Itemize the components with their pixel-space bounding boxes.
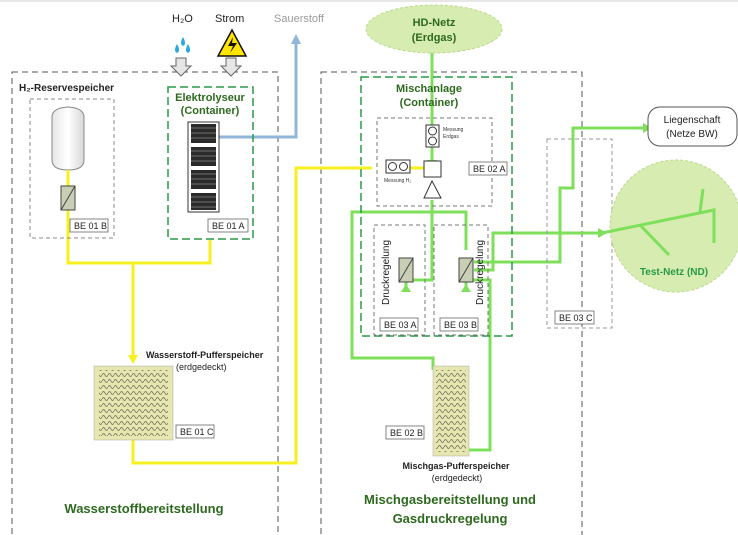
druckregelung-b-box	[433, 224, 489, 336]
regulator-valve-a-icon	[398, 257, 414, 283]
druckregelung-a-box	[373, 224, 426, 336]
hydrogen-pipes	[66, 166, 424, 465]
area-wasserstoff	[11, 71, 279, 535]
mess-box	[376, 117, 493, 207]
messung-h2-label: Messung H₂	[384, 178, 411, 184]
reservespeicher-title: H₂-Reservespeicher	[19, 83, 114, 94]
strom-label: Strom	[215, 13, 244, 25]
elektrolyseur-title: Elektrolyseur	[175, 92, 245, 104]
liegenschaft-title: Liegenschaft	[664, 115, 721, 126]
be02a-tag-box	[468, 161, 508, 176]
be02a-tag: BE 02 A	[473, 164, 506, 174]
liegenschaft-subtitle: (Netze BW)	[666, 129, 718, 140]
elektrolyseur-box	[167, 86, 254, 240]
be01a-tag-box	[207, 218, 249, 233]
elektrolyseur-subtitle: (Container)	[181, 105, 240, 117]
liegenschaft-box	[647, 106, 738, 147]
be03c-tag-box	[554, 310, 595, 325]
druckregelung-a-label: Druckregelung	[381, 240, 392, 305]
be01b-tag: BE 01 B	[74, 221, 107, 231]
section-wasserstoff-title: Wasserstoffbereitstellung	[64, 501, 223, 516]
hydrogen-arrow-down	[128, 355, 138, 364]
gas-meter-icon	[425, 124, 440, 148]
be03c-tag: BE 03 C	[559, 313, 593, 323]
h2-meter-icon	[385, 159, 411, 174]
storage-tank-icon	[51, 106, 85, 171]
water-drop-icon	[175, 37, 190, 53]
h2o-label: H₂O	[172, 13, 193, 25]
be01b-tag-box	[69, 218, 109, 233]
gas-pipes	[350, 50, 648, 452]
hd-netz-title: HD-Netz	[413, 17, 456, 29]
test-netz-branches	[601, 188, 716, 257]
messung-erdgas-label-2: Erdgas	[443, 134, 459, 140]
electrolysis-stack-icon	[187, 121, 220, 213]
test-netz-cloud	[609, 159, 738, 293]
be03a-tag: BE 03 A	[384, 320, 417, 330]
regulator-valve-b-icon	[458, 257, 474, 283]
be03b-tag: BE 03 B	[444, 320, 477, 330]
mischanlage-subtitle: (Container)	[400, 97, 459, 109]
section-mischgas-title: Mischgasbereitstellung und	[364, 492, 536, 507]
mischanlage-box	[360, 76, 513, 337]
mischgas-pufferspeicher-title: Mischgas-Pufferspeicher	[402, 461, 510, 471]
mischgas-pufferspeicher-subtitle: (erdgedeckt)	[432, 473, 483, 483]
mixer-icon	[423, 160, 442, 178]
lightning-warning-icon	[216, 28, 248, 57]
be03b-tag-box	[439, 317, 479, 332]
hd-netz-cloud	[365, 4, 503, 54]
be03a-tag-box	[379, 317, 419, 332]
be01a-tag: BE 01 A	[212, 221, 245, 231]
oxygen-pipe	[219, 34, 301, 139]
messung-erdgas-label: Messung	[443, 127, 464, 133]
be01c-tag-box	[175, 424, 215, 439]
test-netz-label: Test-Netz (ND)	[640, 267, 708, 278]
be01c-tag: BE 01 C	[180, 427, 214, 437]
be02b-tag-box	[385, 425, 425, 440]
input-arrows	[169, 57, 243, 77]
compressor-icon	[423, 179, 442, 199]
reservespeicher-box	[29, 98, 115, 239]
h2-pufferspeicher-subtitle: (erdgedeckt)	[176, 362, 227, 372]
h2-pufferspeicher-title: Wasserstoff-Pufferspeicher	[146, 350, 264, 360]
mischanlage-title: Mischanlage	[396, 83, 462, 95]
druckregelung-b-label: Druckregelung	[475, 240, 486, 305]
be02b-tag: BE 02 B	[390, 428, 423, 438]
hd-netz-subtitle: (Erdgas)	[412, 32, 457, 44]
sauerstoff-label: Sauerstoff	[274, 13, 325, 25]
be03c-box	[546, 138, 613, 329]
area-mischgas	[320, 71, 583, 535]
section-mischgas-subtitle: Gasdruckregelung	[393, 511, 508, 526]
